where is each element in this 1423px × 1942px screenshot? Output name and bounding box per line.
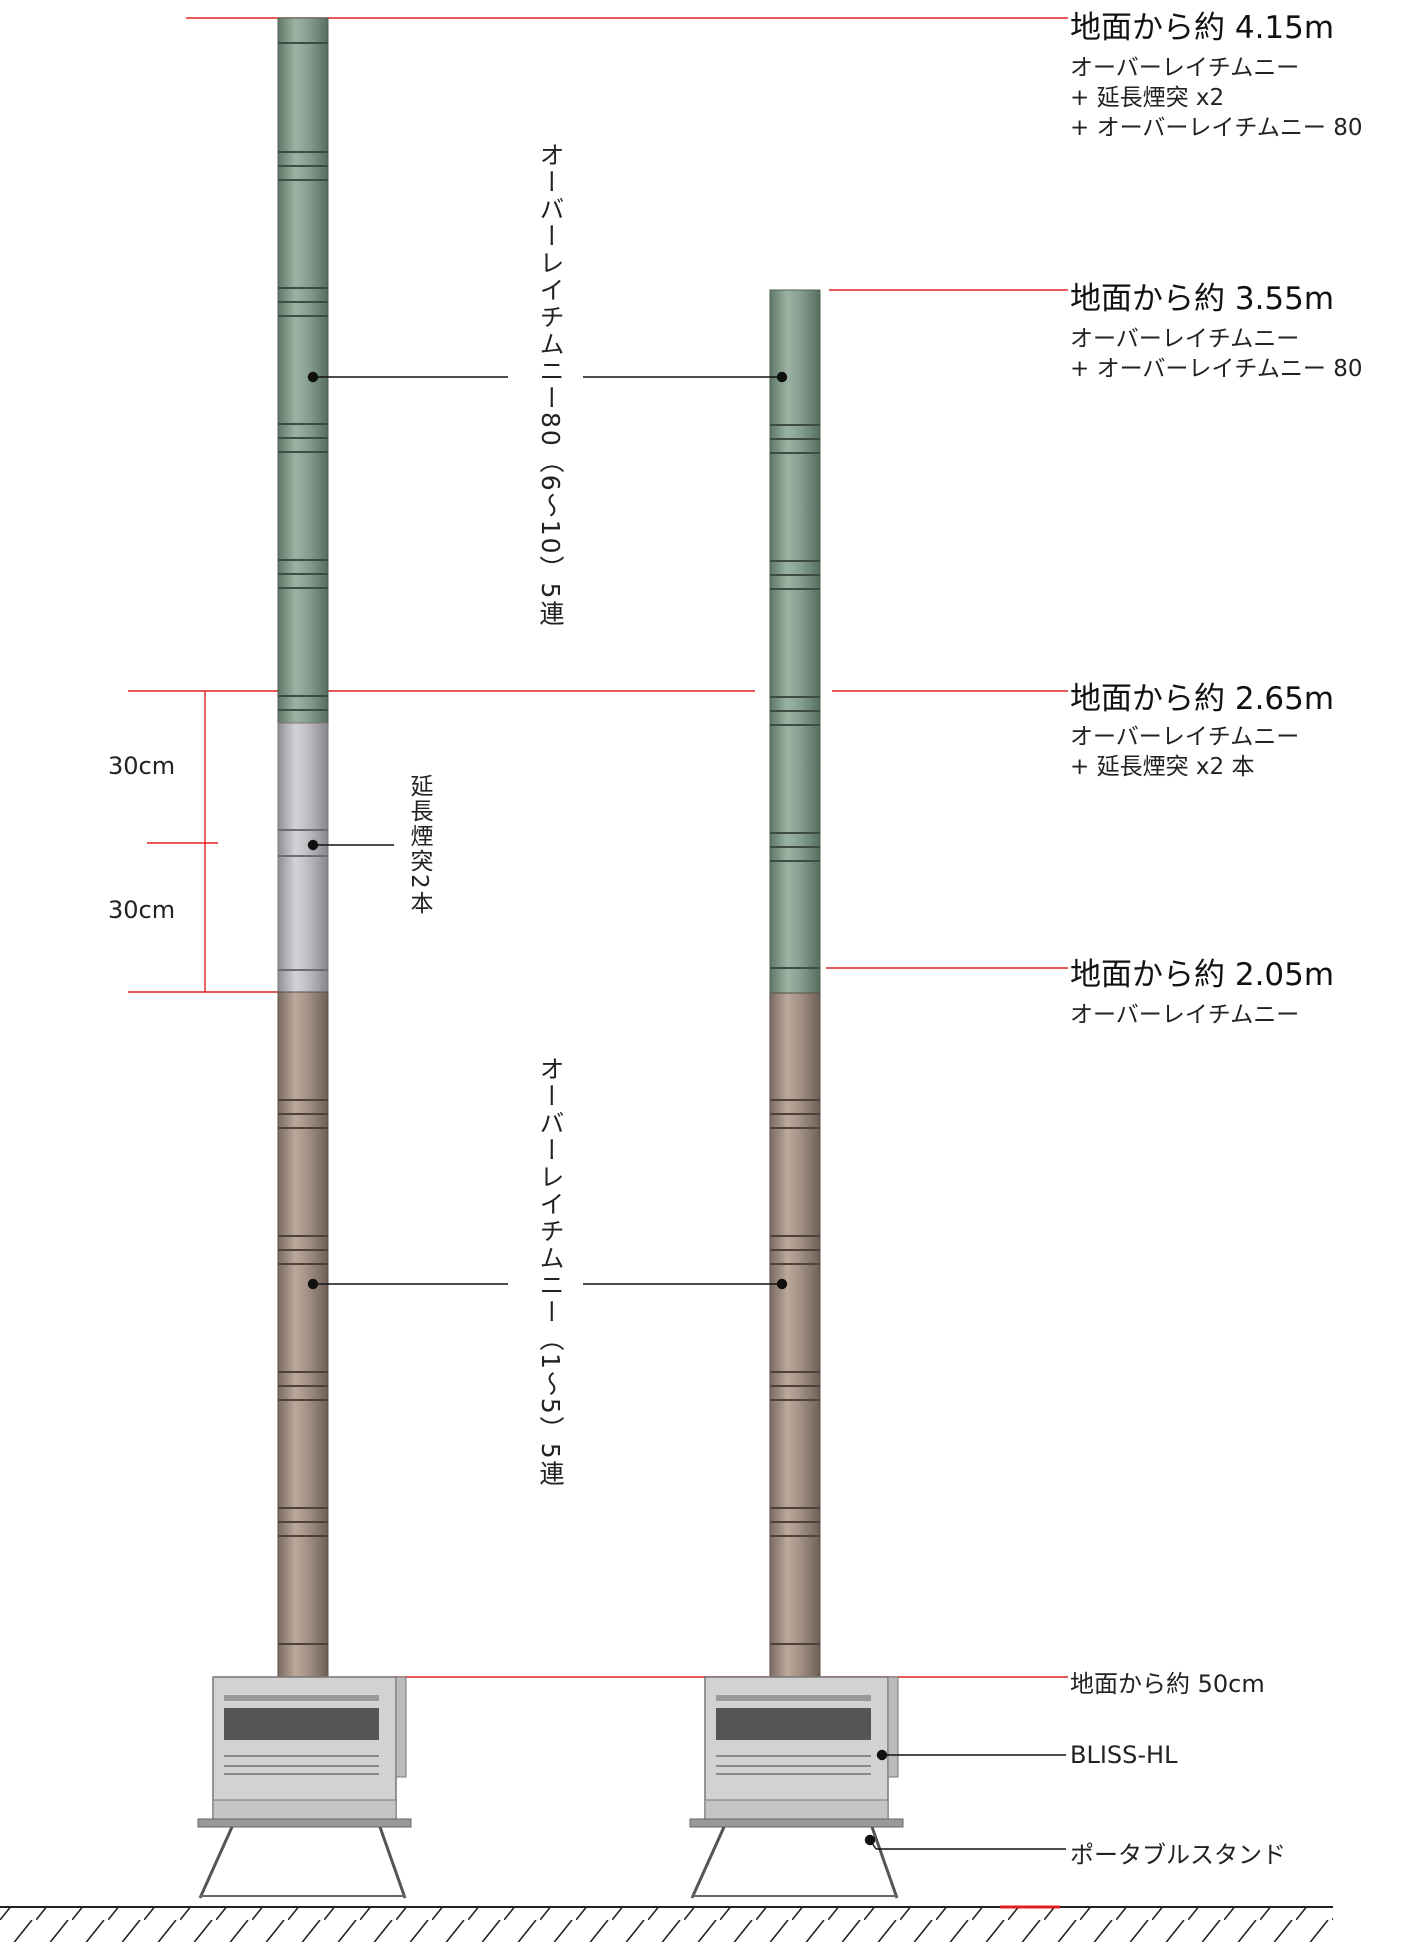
level-4-15m: 地面から約 4.15m オーバーレイチムニー + 延長煙突 x2 + オーバーレ… [1070, 2, 1362, 143]
left-stove [197, 1676, 412, 1899]
label-extension-pipes: 延長煙突2本 [406, 774, 432, 916]
label-portable-stand: ポータブルスタンド [1070, 1841, 1286, 1869]
level-title: 地面から約 4.15m [1070, 10, 1335, 46]
label-ground-50cm: 地面から約 50cm [1070, 1670, 1265, 1698]
level-line: オーバーレイチムニー [1070, 55, 1300, 81]
level-title: 地面から約 3.55m [1070, 281, 1335, 317]
right-chimney [769, 289, 821, 1678]
ground [0, 1905, 1333, 1942]
label-stove-model: BLISS-HL [1070, 1741, 1178, 1769]
level-line: + オーバーレイチムニー 80 [1070, 356, 1363, 382]
level-2-65m: 地面から約 2.65m オーバーレイチムニー + 延長煙突 x2 本 [1070, 673, 1334, 782]
level-2-05m: 地面から約 2.05m オーバーレイチムニー [1070, 949, 1334, 1030]
level-lines [128, 17, 1068, 1678]
level-line: オーバーレイチムニー [1070, 1002, 1300, 1028]
left-chimney [277, 17, 329, 1678]
level-3-55m: 地面から約 3.55m オーバーレイチムニー + オーバーレイチムニー 80 [1070, 273, 1362, 384]
level-title: 地面から約 2.65m [1070, 681, 1335, 717]
level-line: オーバーレイチムニー [1070, 326, 1300, 352]
level-line: + 延長煙突 x2 [1070, 85, 1225, 111]
leader-lines [307, 371, 1066, 1850]
level-line: オーバーレイチムニー [1070, 724, 1300, 750]
label-overlay-chimney: オーバーレイチムニー（1〜5）5連 [536, 1056, 565, 1488]
level-line: + 延長煙突 x2 本 [1070, 754, 1255, 780]
dim-30cm-lower: 30cm [108, 896, 176, 924]
level-line: + オーバーレイチムニー 80 [1070, 115, 1363, 141]
dim-30cm-upper: 30cm [108, 752, 176, 780]
right-stove [689, 1676, 904, 1899]
level-title: 地面から約 2.05m [1070, 957, 1335, 993]
label-overlay-chimney-80: オーバーレイチムニー80（6〜10）5連 [536, 142, 565, 628]
